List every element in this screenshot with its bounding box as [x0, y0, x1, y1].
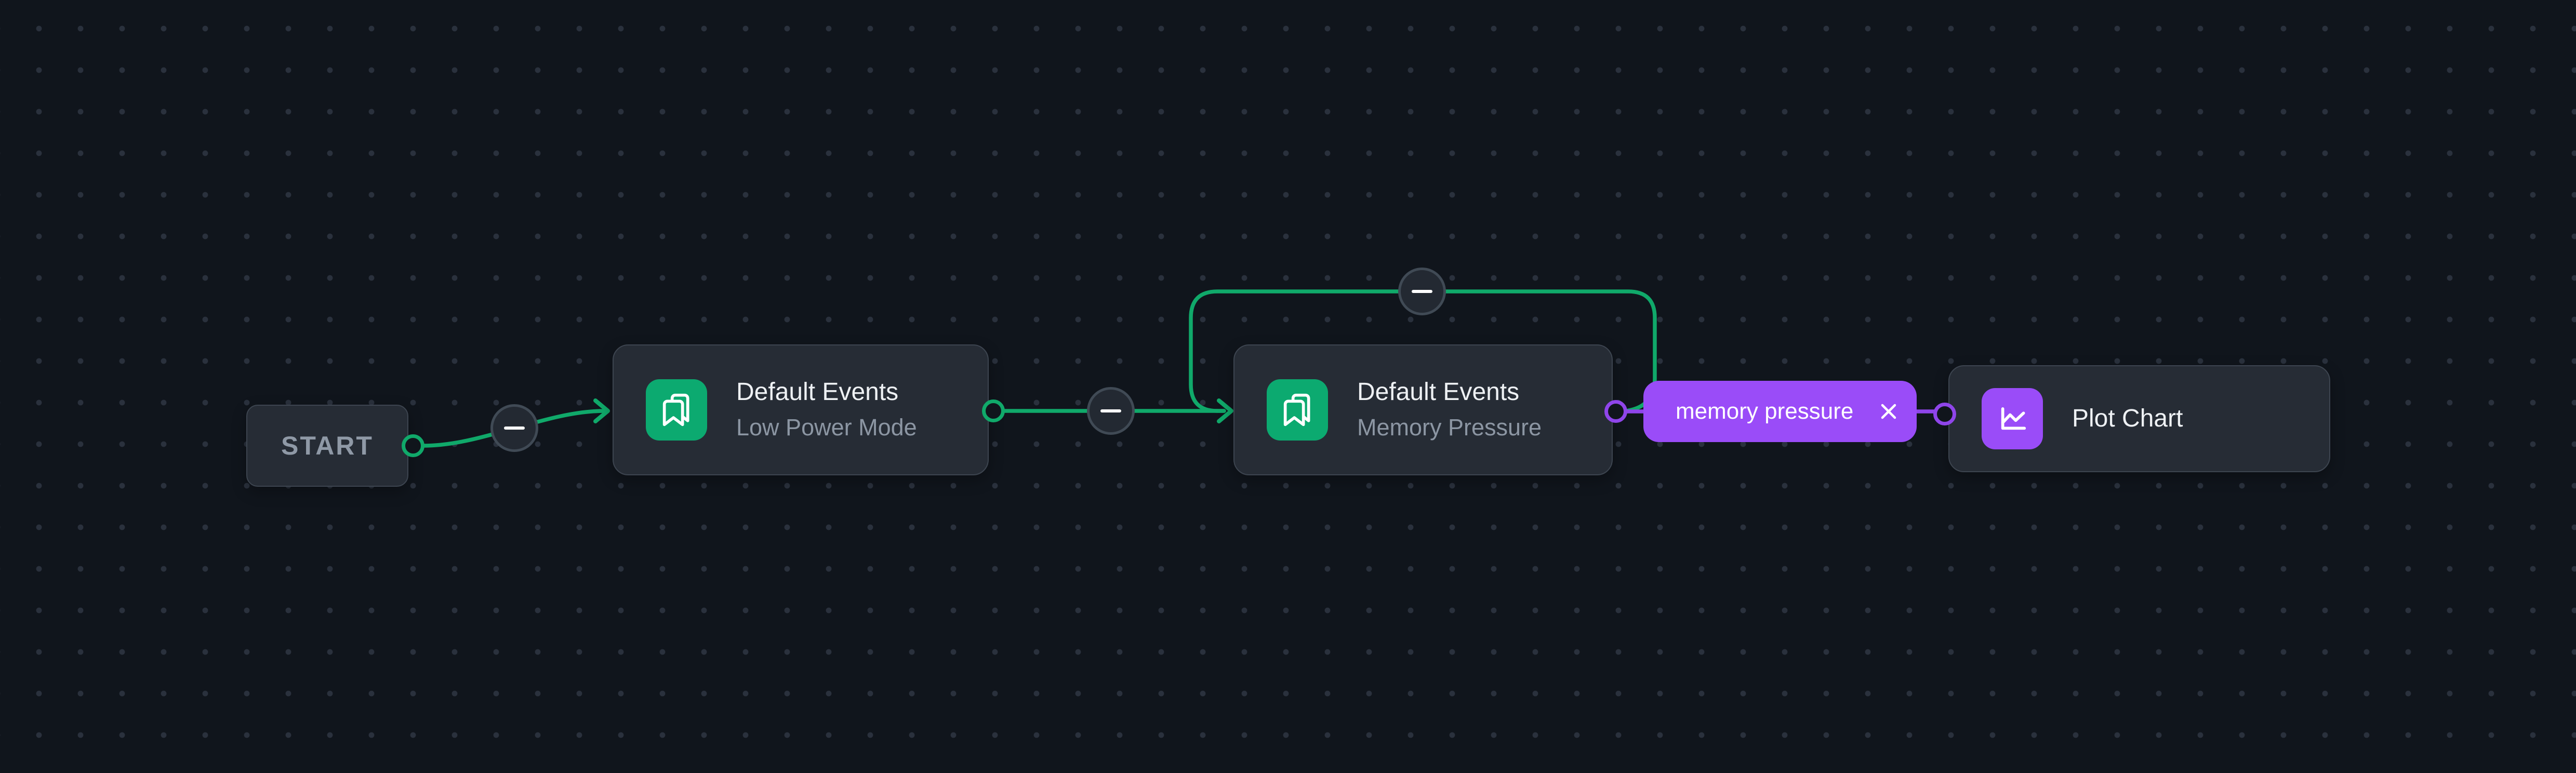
port-memory-pressure-output[interactable] — [1604, 400, 1627, 423]
bookmarks-icon — [1267, 379, 1328, 441]
remove-edge-button-start-to-low-power[interactable] — [490, 404, 538, 452]
close-icon[interactable] — [1879, 402, 1898, 421]
arrowhead-icon — [593, 398, 610, 423]
start-node-label: START — [281, 431, 374, 460]
remove-edge-button-memory-self-loop[interactable] — [1398, 268, 1446, 315]
node-subtitle: Memory Pressure — [1357, 414, 1542, 441]
port-start-output[interactable] — [402, 434, 424, 457]
node-start[interactable]: START — [246, 405, 408, 487]
port-plot-chart-input[interactable] — [1933, 403, 1956, 425]
node-title: Default Events — [736, 378, 899, 406]
line-chart-icon — [1982, 388, 2043, 449]
node-default-events-memory-pressure[interactable]: Default Events Memory Pressure — [1233, 344, 1613, 475]
node-title: Plot Chart — [2072, 405, 2183, 432]
port-low-power-output[interactable] — [982, 399, 1005, 422]
node-title: Default Events — [1357, 378, 1520, 406]
minus-icon — [1412, 289, 1432, 294]
arrowhead-icon — [1217, 398, 1233, 423]
edge-label-memory-pressure[interactable]: memory pressure — [1643, 381, 1917, 442]
remove-edge-button-low-power-to-memory[interactable] — [1087, 387, 1135, 435]
minus-icon — [1100, 409, 1121, 413]
minus-icon — [504, 426, 525, 430]
bookmarks-icon — [646, 379, 707, 441]
node-plot-chart[interactable]: Plot Chart — [1948, 365, 2330, 472]
edge-label-text: memory pressure — [1676, 398, 1854, 424]
node-default-events-low-power[interactable]: Default Events Low Power Mode — [613, 344, 989, 475]
node-subtitle: Low Power Mode — [736, 414, 917, 441]
